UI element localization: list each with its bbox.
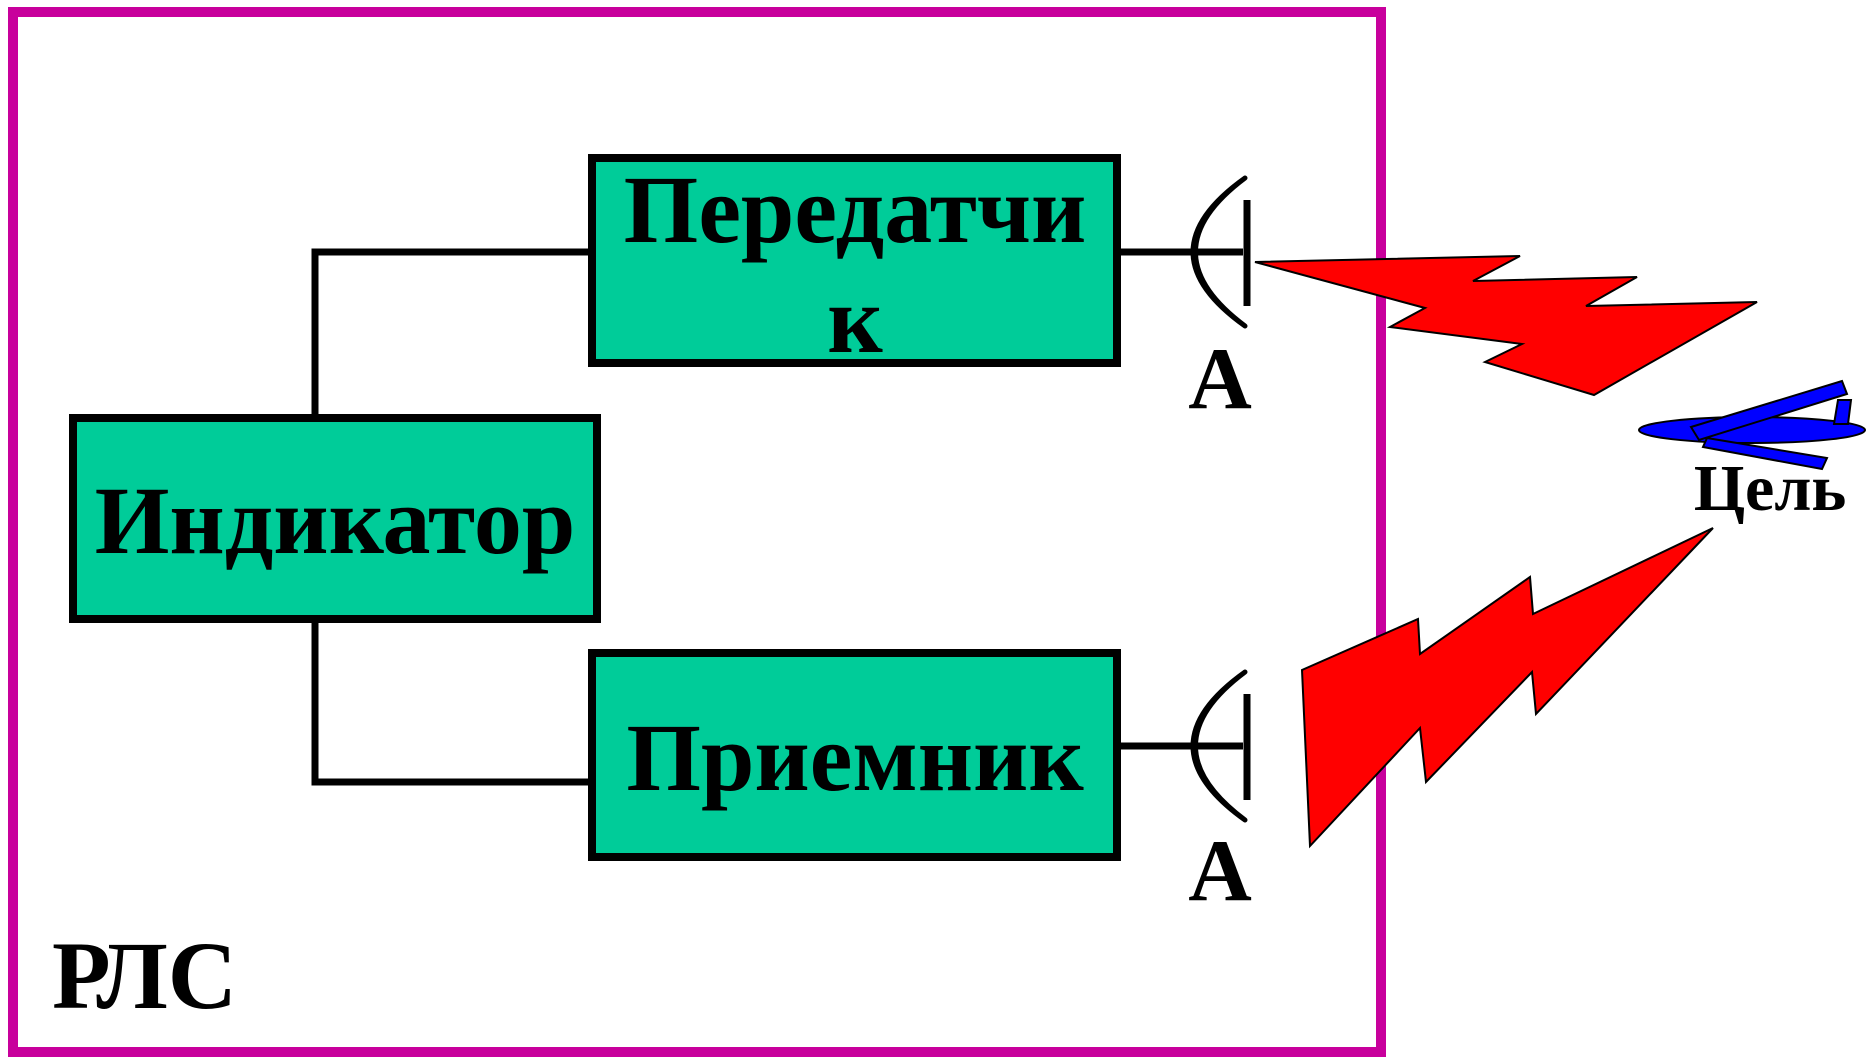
receiver-block: Приемник (588, 649, 1121, 861)
indicator-block: Индикатор (69, 414, 601, 623)
indicator-to-receiver-line (311, 619, 592, 786)
reflected-signal-lightning-icon (1300, 527, 1714, 849)
target-wing-lower (1701, 436, 1829, 471)
transmit-antenna-dish-icon (1190, 175, 1248, 329)
receive-antenna-dish-icon (1190, 669, 1248, 823)
radar-system-frame (8, 7, 1386, 1057)
connection-lines (311, 248, 1243, 786)
indicator-label: Индикатор (95, 467, 576, 574)
transmitter-label-line2: к (827, 266, 883, 373)
target-label: Цель (1694, 452, 1847, 525)
transmit-antenna-label: А (1188, 331, 1252, 428)
receive-antenna-label: А (1188, 823, 1252, 920)
radar-system-label: РЛС (52, 922, 237, 1029)
transmitter-label-line1: Передатчи (624, 156, 1087, 263)
receiver-label: Приемник (626, 704, 1084, 811)
outgoing-signal-lightning-icon (1254, 255, 1758, 397)
transmitter-box (588, 154, 1121, 367)
transmit-antenna: А (1188, 175, 1252, 428)
target-tail-fin (1832, 399, 1853, 425)
receiver-box (588, 649, 1121, 861)
receive-antenna: А (1188, 669, 1252, 920)
indicator-box (69, 414, 601, 623)
indicator-to-transmitter-line (311, 248, 592, 418)
target-aircraft-icon (1638, 379, 1866, 471)
transmitter-block: Передатчи к (588, 154, 1121, 373)
target-wing-upper (1689, 379, 1849, 442)
